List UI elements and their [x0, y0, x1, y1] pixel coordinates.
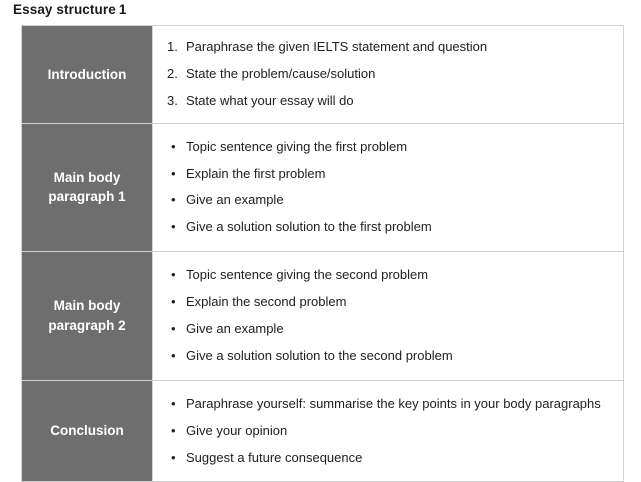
list-item-text: Give an example: [186, 192, 284, 208]
list-item-text: Give an example: [186, 321, 284, 337]
list-item-text: State what your essay will do: [186, 92, 354, 108]
list-item: • Explain the second problem: [167, 289, 613, 316]
table-row: Main body paragraph 1 • Topic sentence givi…: [21, 123, 624, 252]
list-item: • Give your opinion: [167, 418, 613, 445]
list-bullet-marker: •: [171, 422, 176, 438]
stage-label: Main body: [53, 298, 121, 314]
detail-list: • Paraphrase yourself: summarise the key …: [167, 391, 613, 472]
list-number-marker: 1.: [167, 39, 178, 54]
list-item: 2. State the problem/cause/solution: [167, 61, 613, 88]
list-bullet-marker: •: [171, 192, 176, 208]
list-item-text: Suggest a future consequence: [186, 449, 363, 465]
list-item-text: Topic sentence giving the second problem: [186, 267, 429, 283]
list-item: • Explain the first problem: [167, 161, 613, 188]
stage-cell: Main body paragraph 2: [21, 251, 153, 381]
list-bullet-marker: •: [171, 165, 176, 181]
detail-cell: • Paraphrase yourself: summarise the key …: [152, 380, 624, 482]
table-body: Introduction 1. Paraphrase the given IELTS…: [21, 25, 624, 482]
list-bullet-marker: •: [171, 347, 176, 363]
list-bullet-marker: •: [171, 395, 176, 411]
list-item-text: Give a solution solution to the second p…: [186, 347, 453, 363]
list-item: • Give an example: [167, 187, 613, 214]
stage-label: Conclusion: [50, 423, 124, 439]
list-item-text: Paraphrase the given IELTS statement and…: [186, 39, 488, 54]
detail-cell: • Topic sentence giving the second proble…: [152, 251, 624, 381]
table-row: Introduction 1. Paraphrase the given IELTS…: [21, 25, 624, 124]
list-item-text: Topic sentence giving the first problem: [186, 138, 408, 154]
page-title-number: 1: [118, 2, 127, 17]
list-bullet-marker: •: [171, 449, 176, 465]
detail-cell: 1. Paraphrase the given IELTS statement a…: [152, 25, 624, 124]
list-item: • Paraphrase yourself: summarise the key …: [167, 391, 613, 418]
list-item: 3. State what your essay will do: [167, 88, 613, 115]
essay-structure-table: Introduction 1. Paraphrase the given IELTS…: [21, 25, 624, 482]
table-row: Main body paragraph 2 • Topic sentence givi…: [21, 251, 624, 381]
list-item: • Topic sentence giving the second proble…: [167, 262, 613, 289]
list-item: 1. Paraphrase the given IELTS statement a…: [167, 34, 613, 61]
page-title-text: Essay structure: [13, 2, 116, 17]
list-bullet-marker: •: [171, 294, 176, 310]
stage-label: paragraph 1: [48, 189, 126, 205]
stage-label: Introduction: [47, 66, 127, 82]
list-bullet-marker: •: [171, 267, 176, 283]
list-bullet-marker: •: [171, 321, 176, 337]
list-bullet-marker: •: [171, 219, 176, 235]
detail-cell: • Topic sentence giving the first problem…: [152, 123, 624, 252]
list-item-text: Give a solution solution to the first pr…: [186, 219, 432, 235]
list-item: • Suggest a future consequence: [167, 445, 613, 472]
list-item: • Topic sentence giving the first problem: [167, 134, 613, 161]
detail-list: • Topic sentence giving the first problem…: [167, 134, 613, 242]
stage-label: Main body: [53, 169, 121, 185]
list-bullet-marker: •: [171, 138, 176, 154]
detail-list: 1. Paraphrase the given IELTS statement a…: [167, 34, 613, 115]
list-number-marker: 2.: [167, 65, 178, 81]
stage-cell: Conclusion: [21, 380, 153, 482]
list-item-text: Paraphrase yourself: summarise the key p…: [186, 395, 601, 411]
table-row: Conclusion • Paraphrase yourself: summaris…: [21, 380, 624, 482]
list-item: • Give a solution solution to the second …: [167, 343, 613, 370]
list-number-marker: 3.: [167, 92, 178, 108]
stage-cell: Main body paragraph 1: [21, 123, 153, 252]
list-item-text: Explain the first problem: [186, 165, 326, 181]
detail-list: • Topic sentence giving the second proble…: [167, 262, 613, 370]
stage-label: paragraph 2: [48, 318, 126, 334]
list-item-text: Explain the second problem: [186, 294, 347, 310]
list-item: • Give an example: [167, 316, 613, 343]
stage-cell: Introduction: [21, 25, 153, 124]
list-item: • Give a solution solution to the first p…: [167, 214, 613, 241]
list-item-text: State the problem/cause/solution: [186, 65, 376, 81]
list-item-text: Give your opinion: [186, 422, 288, 438]
